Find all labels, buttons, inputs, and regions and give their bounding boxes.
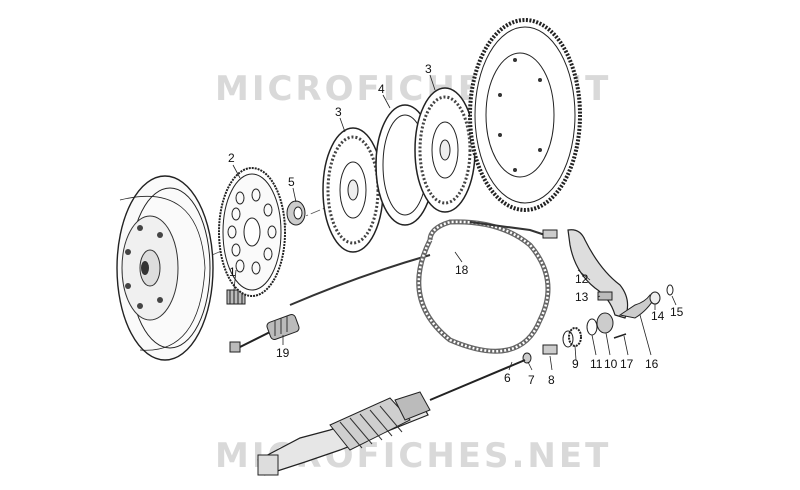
- part-2-drive-plate: [218, 167, 286, 297]
- leader-lines: [232, 74, 677, 371]
- part-5-hub: [286, 200, 306, 226]
- part-7-nut: [522, 352, 532, 364]
- callout-5: 5: [288, 175, 295, 189]
- callout-18: 18: [455, 263, 469, 277]
- main-shaft: [257, 391, 431, 476]
- callout-16: 16: [645, 357, 659, 371]
- callout-11: 11: [590, 357, 603, 371]
- part-11-bearing: [596, 312, 614, 334]
- part-17-pin: [613, 333, 627, 339]
- callout-12: 12: [575, 272, 589, 286]
- callout-17: 17: [620, 357, 634, 371]
- part-19-adjuster: [229, 314, 300, 353]
- part-12-clutch-lever: [567, 229, 629, 319]
- flywheel: [116, 175, 214, 361]
- callout-3-left: 3: [335, 105, 342, 119]
- callout-13: 13: [575, 290, 589, 304]
- part-6-push-rod: [429, 359, 526, 401]
- callout-3-right: 3: [425, 62, 432, 76]
- callout-4: 4: [378, 82, 385, 96]
- ring-gear: [468, 18, 582, 212]
- callout-6: 6: [504, 371, 511, 385]
- callout-8: 8: [548, 373, 555, 387]
- part-15-clip: [666, 284, 674, 296]
- callout-10: 10: [604, 357, 618, 371]
- callout-1: 1: [229, 265, 236, 279]
- part-13-spring: [597, 291, 613, 301]
- part-18-clutch-cable: [289, 219, 558, 354]
- part-14-pin: [649, 291, 661, 305]
- callout-2: 2: [228, 151, 235, 165]
- part-8-push-piece: [542, 344, 558, 355]
- callout-9: 9: [572, 357, 579, 371]
- part-10-seal: [586, 318, 598, 336]
- callout-7: 7: [528, 373, 535, 387]
- part-9-washer: [562, 327, 582, 348]
- part-3-friction-disc-left: [322, 127, 384, 253]
- callout-14: 14: [651, 309, 665, 323]
- callout-19: 19: [276, 346, 290, 360]
- callout-15: 15: [670, 305, 684, 319]
- part-3-friction-disc-right: [414, 87, 476, 213]
